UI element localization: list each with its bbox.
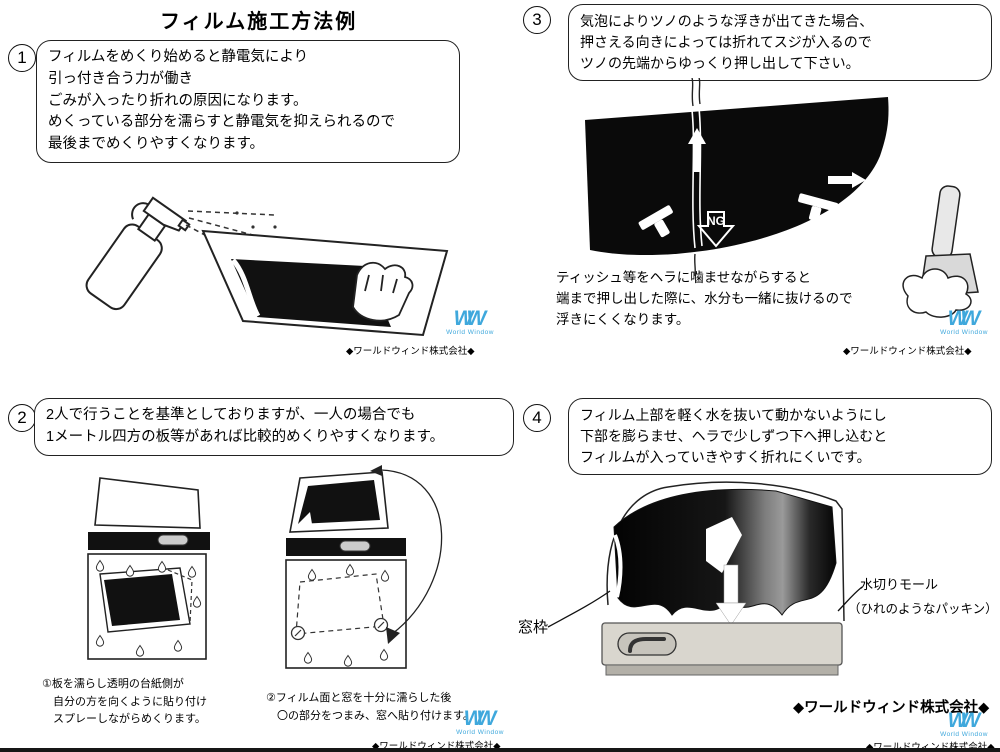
instruction-line: 気泡によりツノのような浮きが出てきた場合、: [580, 13, 874, 29]
flip-arrow-icon: [370, 465, 443, 644]
step3-instruction-box: 気泡によりツノのような浮きが出てきた場合、 押さえる向きによっては折れてスジが入…: [568, 4, 992, 81]
spray-film-illustration: [85, 196, 449, 337]
step1-instruction-box: フィルムをめくり始めると静電気により 引っ付き合う力が働き ごみが入ったり折れの…: [36, 40, 460, 163]
up-arrow-icon: [688, 128, 706, 172]
logo-ww-mark: WW: [947, 307, 981, 330]
step1-number: 1: [8, 44, 36, 72]
instruction-line: フィルム上部を軽く水を抜いて動かないようにし: [580, 407, 887, 423]
door-frame-outline: [606, 481, 845, 622]
step2-caption-left: ①板を濡らし透明の台紙側が 自分の方を向くように貼り付け スプレーしながらめくり…: [42, 676, 207, 729]
door-sill: [605, 664, 839, 676]
fold-line: [167, 569, 193, 625]
left-door-illustration: [87, 477, 210, 660]
step3-note: ティッシュ等をヘラに噛ませながらすると 端まで押し出した際に、水分も一緒に抜ける…: [556, 268, 853, 331]
down-arrow-icon: [715, 564, 747, 626]
ng-label: NG: [707, 214, 725, 228]
leader-line-molding: [837, 586, 863, 612]
film-curl-highlight: [231, 258, 261, 318]
right-arrow-icon: [828, 172, 866, 188]
instruction-line: ごみが入ったり折れの原因になります。: [48, 92, 308, 109]
door-windows-illustration: [87, 465, 443, 669]
instruction-line: フィルムをめくり始めると静電気により: [48, 49, 309, 65]
door-handle-icon: [617, 632, 677, 656]
squeegee-icon: [638, 205, 673, 238]
step2-number: 2: [8, 404, 36, 432]
instruction-line: フィルムが入っていきやすく折れにくいです。: [580, 449, 871, 465]
note-line: 浮きにくくなります。: [556, 311, 690, 327]
molding-label: 水切りモール: [860, 577, 939, 592]
world-window-logo: WW World Window: [936, 710, 992, 739]
hand-icon: [352, 261, 414, 322]
instruction-line: ツノの先端からゆっくり押し出して下さい。: [580, 55, 860, 71]
step2-instruction-box: 2人で行うことを基準としておりますが、一人の場合でも 1メートル四方の板等があれ…: [34, 398, 514, 456]
molding-sublabel: （ひれのようなパッキン）: [848, 602, 998, 616]
window-frame-label: 窓枠: [518, 619, 549, 636]
caption-line: ②フィルム面と窓を十分に濡らした後: [266, 692, 452, 704]
step3-number: 3: [523, 6, 551, 34]
step2-caption-right: ②フィルム面と窓を十分に濡らした後 〇の部分をつまみ、窓へ貼り付けます。: [266, 690, 474, 725]
instruction-line: 2人で行うことを基準としておりますが、一人の場合でも: [46, 407, 416, 423]
bubble-pushout-illustration: NG: [585, 78, 979, 318]
logo-ww-mark: WW: [453, 307, 487, 330]
step4-number-text: 4: [532, 408, 542, 427]
spray-bottle-icon: [85, 196, 191, 311]
logo-ww-mark: WW: [947, 709, 981, 732]
handle-icon: [157, 534, 189, 546]
caption-line: 自分の方を向くように貼り付け: [42, 695, 207, 708]
squeegee-icon: [798, 193, 839, 222]
film-edge-gap: [613, 534, 623, 598]
world-window-logo: WW World Window: [438, 308, 502, 337]
company-name: ◆ワールドウィンド株式会社◆: [866, 742, 995, 752]
film-sheet: [104, 574, 180, 626]
instruction-line: めくっている部分を濡らすと静電気を抑えられるので: [48, 114, 395, 131]
step4-instruction-box: フィルム上部を軽く水を抜いて動かないようにし 下部を膨らませ、ヘラで少しずつ下へ…: [568, 398, 992, 475]
handle-icon: [339, 540, 371, 552]
logo-subtitle: World Window: [456, 729, 504, 736]
tissue-icon: [902, 268, 972, 318]
door-push-illustration: [547, 481, 863, 676]
caption-line: ①板を濡らし透明の台紙側が: [42, 678, 184, 690]
company-name: ◆ワールドウィンド株式会社◆: [346, 346, 475, 357]
bottom-border-bar: [0, 748, 1000, 752]
caption-line: 〇の部分をつまみ、窓へ貼り付けます。: [266, 709, 474, 722]
squeegee-with-tissue-icon: [902, 185, 979, 318]
door-belt-line: [88, 532, 210, 550]
wrinkle-lines: [691, 78, 703, 277]
logo-ww-mark: WW: [463, 707, 497, 730]
step1-number-text: 1: [17, 48, 27, 67]
page-title: フィルム施工方法例: [160, 11, 358, 33]
pinch-point-icon: [290, 625, 306, 641]
right-door-illustration: [285, 465, 443, 669]
step4-number: 4: [523, 404, 551, 432]
film-sheet: [298, 480, 380, 524]
company-name: ◆ワールドウィンド株式会社◆: [843, 346, 972, 357]
film-sheet: [231, 259, 391, 327]
pinch-point-icon: [373, 617, 389, 633]
squeegee-icon: [706, 517, 742, 573]
logo-subtitle: World Window: [940, 329, 988, 336]
step2-number-text: 2: [17, 408, 27, 427]
leader-line-window-frame: [547, 590, 611, 628]
world-window-logo: WW World Window: [932, 308, 996, 337]
instruction-line: 下部を膨らませ、ヘラで少しずつ下へ押し込むと: [580, 428, 888, 444]
instruction-line: 引っ付き合う力が働き: [48, 70, 193, 87]
company-name-bold: ◆ワールドウィンド株式会社◆: [793, 700, 990, 716]
world-window-logo: WW World Window: [448, 708, 512, 737]
film-curl: [298, 512, 312, 524]
instruction-line: 1メートル四方の板等があれば比較的めくりやすくなります。: [46, 428, 445, 445]
caption-line: スプレーしながらめくります。: [42, 713, 206, 726]
company-name: ◆ワールドウィンド株式会社◆: [372, 741, 501, 752]
logo-subtitle: World Window: [940, 731, 988, 738]
note-line: ティッシュ等をヘラに噛ませながらすると: [556, 270, 812, 285]
instruction-line: 最後までめくりやすくなります。: [48, 136, 265, 152]
step3-number-text: 3: [532, 10, 542, 29]
logo-subtitle: World Window: [446, 329, 494, 336]
note-line: 端まで押し出した際に、水分も一緒に抜けるので: [556, 290, 853, 306]
ng-arrow-icon: NG: [696, 211, 736, 248]
instruction-line: 押さえる向きによっては折れてスジが入るので: [580, 34, 872, 50]
